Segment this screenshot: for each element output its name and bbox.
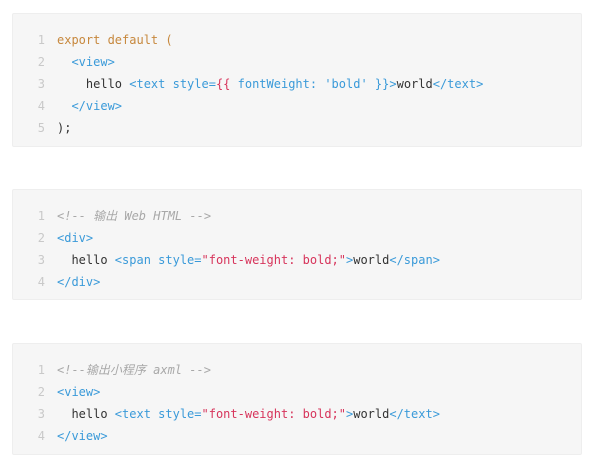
code-token-txt: hello	[57, 253, 115, 267]
code-token-tag: </text>	[389, 407, 440, 421]
code-token-txt: world	[396, 77, 433, 91]
line-number-text: 3	[37, 253, 45, 267]
code-line: 1 export default (	[13, 29, 581, 51]
code-token-kw: export default (	[57, 33, 173, 47]
code-text: export default (	[45, 29, 173, 51]
code-text: <div>	[45, 227, 93, 249]
code-line: 4 </view>	[13, 95, 581, 117]
code-token-cmt: <!--输出小程序 axml -->	[57, 363, 211, 377]
line-number: 1	[13, 29, 45, 51]
code-text: <!--输出小程序 axml -->	[45, 359, 211, 381]
line-number: 4	[13, 271, 45, 293]
line-number: 3	[13, 249, 45, 271]
code-token-tag: </div>	[57, 275, 101, 289]
code-line: 3 hello <text style={{ fontWeight: 'bold…	[13, 73, 581, 95]
code-line: 1 <!-- 输出 Web HTML -->	[13, 205, 581, 227]
code-token-tag: <div>	[57, 231, 94, 245]
code-token-tag: <text style=	[129, 77, 216, 91]
code-token-tag: <view>	[71, 55, 115, 69]
code-token-txt: world	[353, 407, 390, 421]
line-number-text: 1	[37, 363, 45, 377]
code-token-tag: >	[346, 253, 354, 267]
line-number-text: 1	[37, 209, 45, 223]
code-line: 2 <view>	[13, 381, 581, 403]
code-text: <view>	[45, 381, 100, 403]
code-token-txt: world	[353, 253, 390, 267]
code-text: <view>	[45, 51, 115, 73]
code-line: 2 <view>	[13, 51, 581, 73]
code-token-cmt: <!-- 输出 Web HTML -->	[57, 209, 212, 223]
code-token-txt	[57, 99, 71, 113]
code-block-mini-program-axml: 1 <!--输出小程序 axml --> 2 <view> 3 hello <text …	[12, 343, 582, 455]
code-text: </view>	[45, 95, 122, 117]
line-number-text: 4	[37, 429, 45, 443]
code-text: );	[45, 117, 71, 139]
code-text: hello <span style="font-weight: bold;">w…	[45, 249, 440, 271]
code-token-tag: fontWeight: 'bold' }}	[230, 77, 390, 91]
code-token-str: "font-weight: bold;"	[201, 253, 347, 267]
code-line: 4 </view>	[13, 425, 581, 447]
line-number-text: 5	[37, 121, 45, 135]
code-token-tag: <span style=	[114, 253, 202, 267]
line-number: 2	[13, 51, 45, 73]
line-number: 1	[13, 359, 45, 381]
code-line: 1 <!--输出小程序 axml -->	[13, 359, 581, 381]
line-number-text: 1	[37, 33, 45, 47]
line-number: 3	[13, 73, 45, 95]
line-number: 3	[13, 403, 45, 425]
line-number: 4	[13, 425, 45, 447]
code-token-tag: </span>	[389, 253, 440, 267]
code-text: hello <text style={{ fontWeight: 'bold' …	[45, 73, 483, 95]
line-number: 1	[13, 205, 45, 227]
code-block-web-html: 1 <!-- 输出 Web HTML --> 2 <div> 3 hello <span…	[12, 189, 582, 300]
code-token-tag: >	[389, 77, 397, 91]
line-number: 2	[13, 381, 45, 403]
code-line: 3 hello <text style="font-weight: bold;"…	[13, 403, 581, 425]
code-token-tag: >	[346, 407, 354, 421]
line-number: 4	[13, 95, 45, 117]
line-number-text: 3	[37, 407, 45, 421]
code-line: 5);	[13, 117, 581, 139]
code-text: </div>	[45, 271, 100, 293]
code-line: 2 <div>	[13, 227, 581, 249]
code-text: hello <text style="font-weight: bold;">w…	[45, 403, 440, 425]
code-token-tag: <text style=	[114, 407, 202, 421]
line-number-text: 2	[37, 55, 45, 69]
code-line: 4 </div>	[13, 271, 581, 293]
code-token-tag: </view>	[71, 99, 123, 113]
line-number-text: 4	[37, 99, 45, 113]
code-token-tag: <view>	[57, 385, 101, 399]
line-number-text: 4	[37, 275, 45, 289]
code-token-tag: </text>	[432, 77, 484, 91]
line-number-text: 2	[37, 385, 45, 399]
code-token-txt: hello	[57, 407, 115, 421]
code-line: 3 hello <span style="font-weight: bold;"…	[13, 249, 581, 271]
line-number: 2	[13, 227, 45, 249]
line-number-text: 3	[37, 77, 45, 91]
code-token-punc: {{	[215, 77, 231, 91]
code-token-txt: );	[57, 121, 72, 135]
line-number: 5	[13, 117, 45, 139]
code-text: </view>	[45, 425, 108, 447]
code-token-tag: </view>	[57, 429, 108, 443]
code-token-txt	[57, 55, 71, 69]
code-text: <!-- 输出 Web HTML -->	[45, 205, 211, 227]
code-token-str: "font-weight: bold;"	[201, 407, 347, 421]
code-token-txt: hello	[57, 77, 130, 91]
line-number-text: 2	[37, 231, 45, 245]
